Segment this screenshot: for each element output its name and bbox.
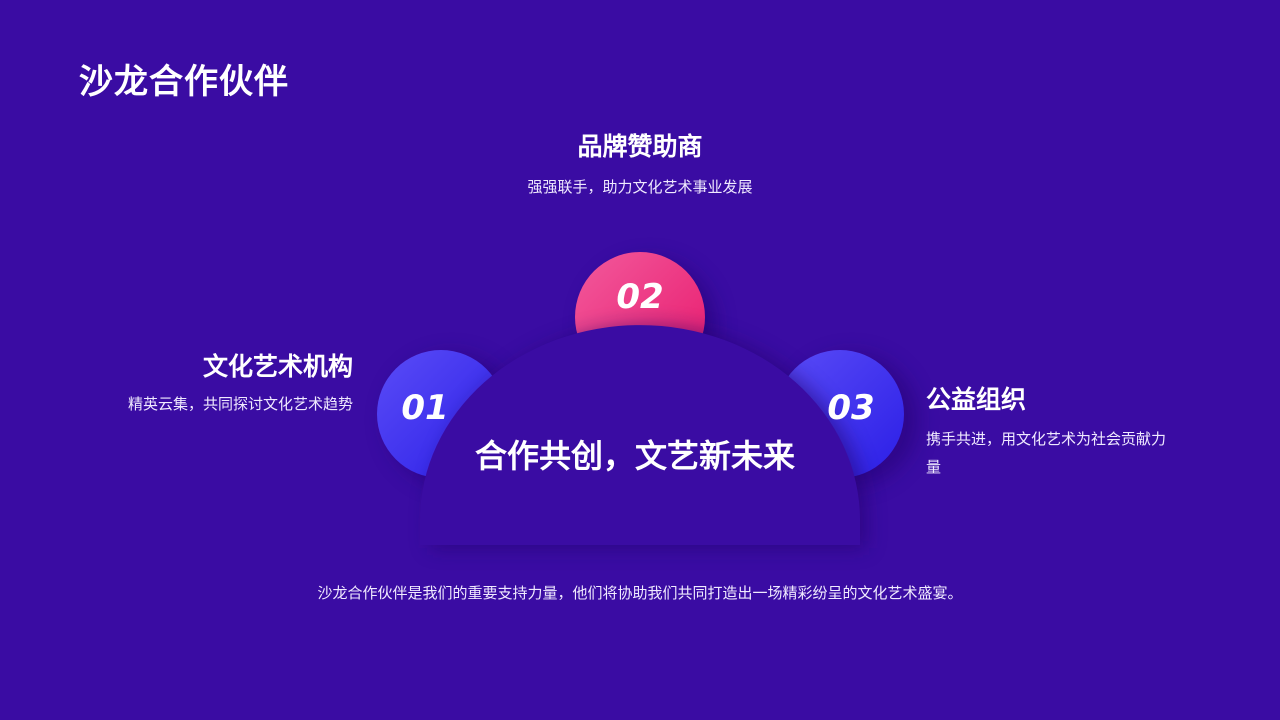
number-03: 03 <box>827 388 874 428</box>
footer-text: 沙龙合作伙伴是我们的重要支持力量，他们将协助我们共同打造出一场精彩纷呈的文化艺术… <box>317 584 963 602</box>
number-02: 02 <box>616 277 663 317</box>
partner-02-description: 强强联手，助力文化艺术事业发展 <box>527 178 753 196</box>
partner-03-description: 携手共进，用文化艺术为社会贡献力量 <box>926 430 1167 476</box>
partner-02-title: 品牌赞助商 <box>577 132 703 161</box>
center-slogan: 合作共创，文艺新未来 <box>475 437 795 475</box>
page-title: 沙龙合作伙伴 <box>79 62 289 102</box>
center-dome <box>420 325 860 545</box>
number-01: 01 <box>401 388 448 428</box>
partner-03-title: 公益组织 <box>926 385 1027 414</box>
partner-01-title: 文化艺术机构 <box>202 352 353 381</box>
partner-01-description: 精英云集，共同探讨文化艺术趋势 <box>127 395 353 413</box>
